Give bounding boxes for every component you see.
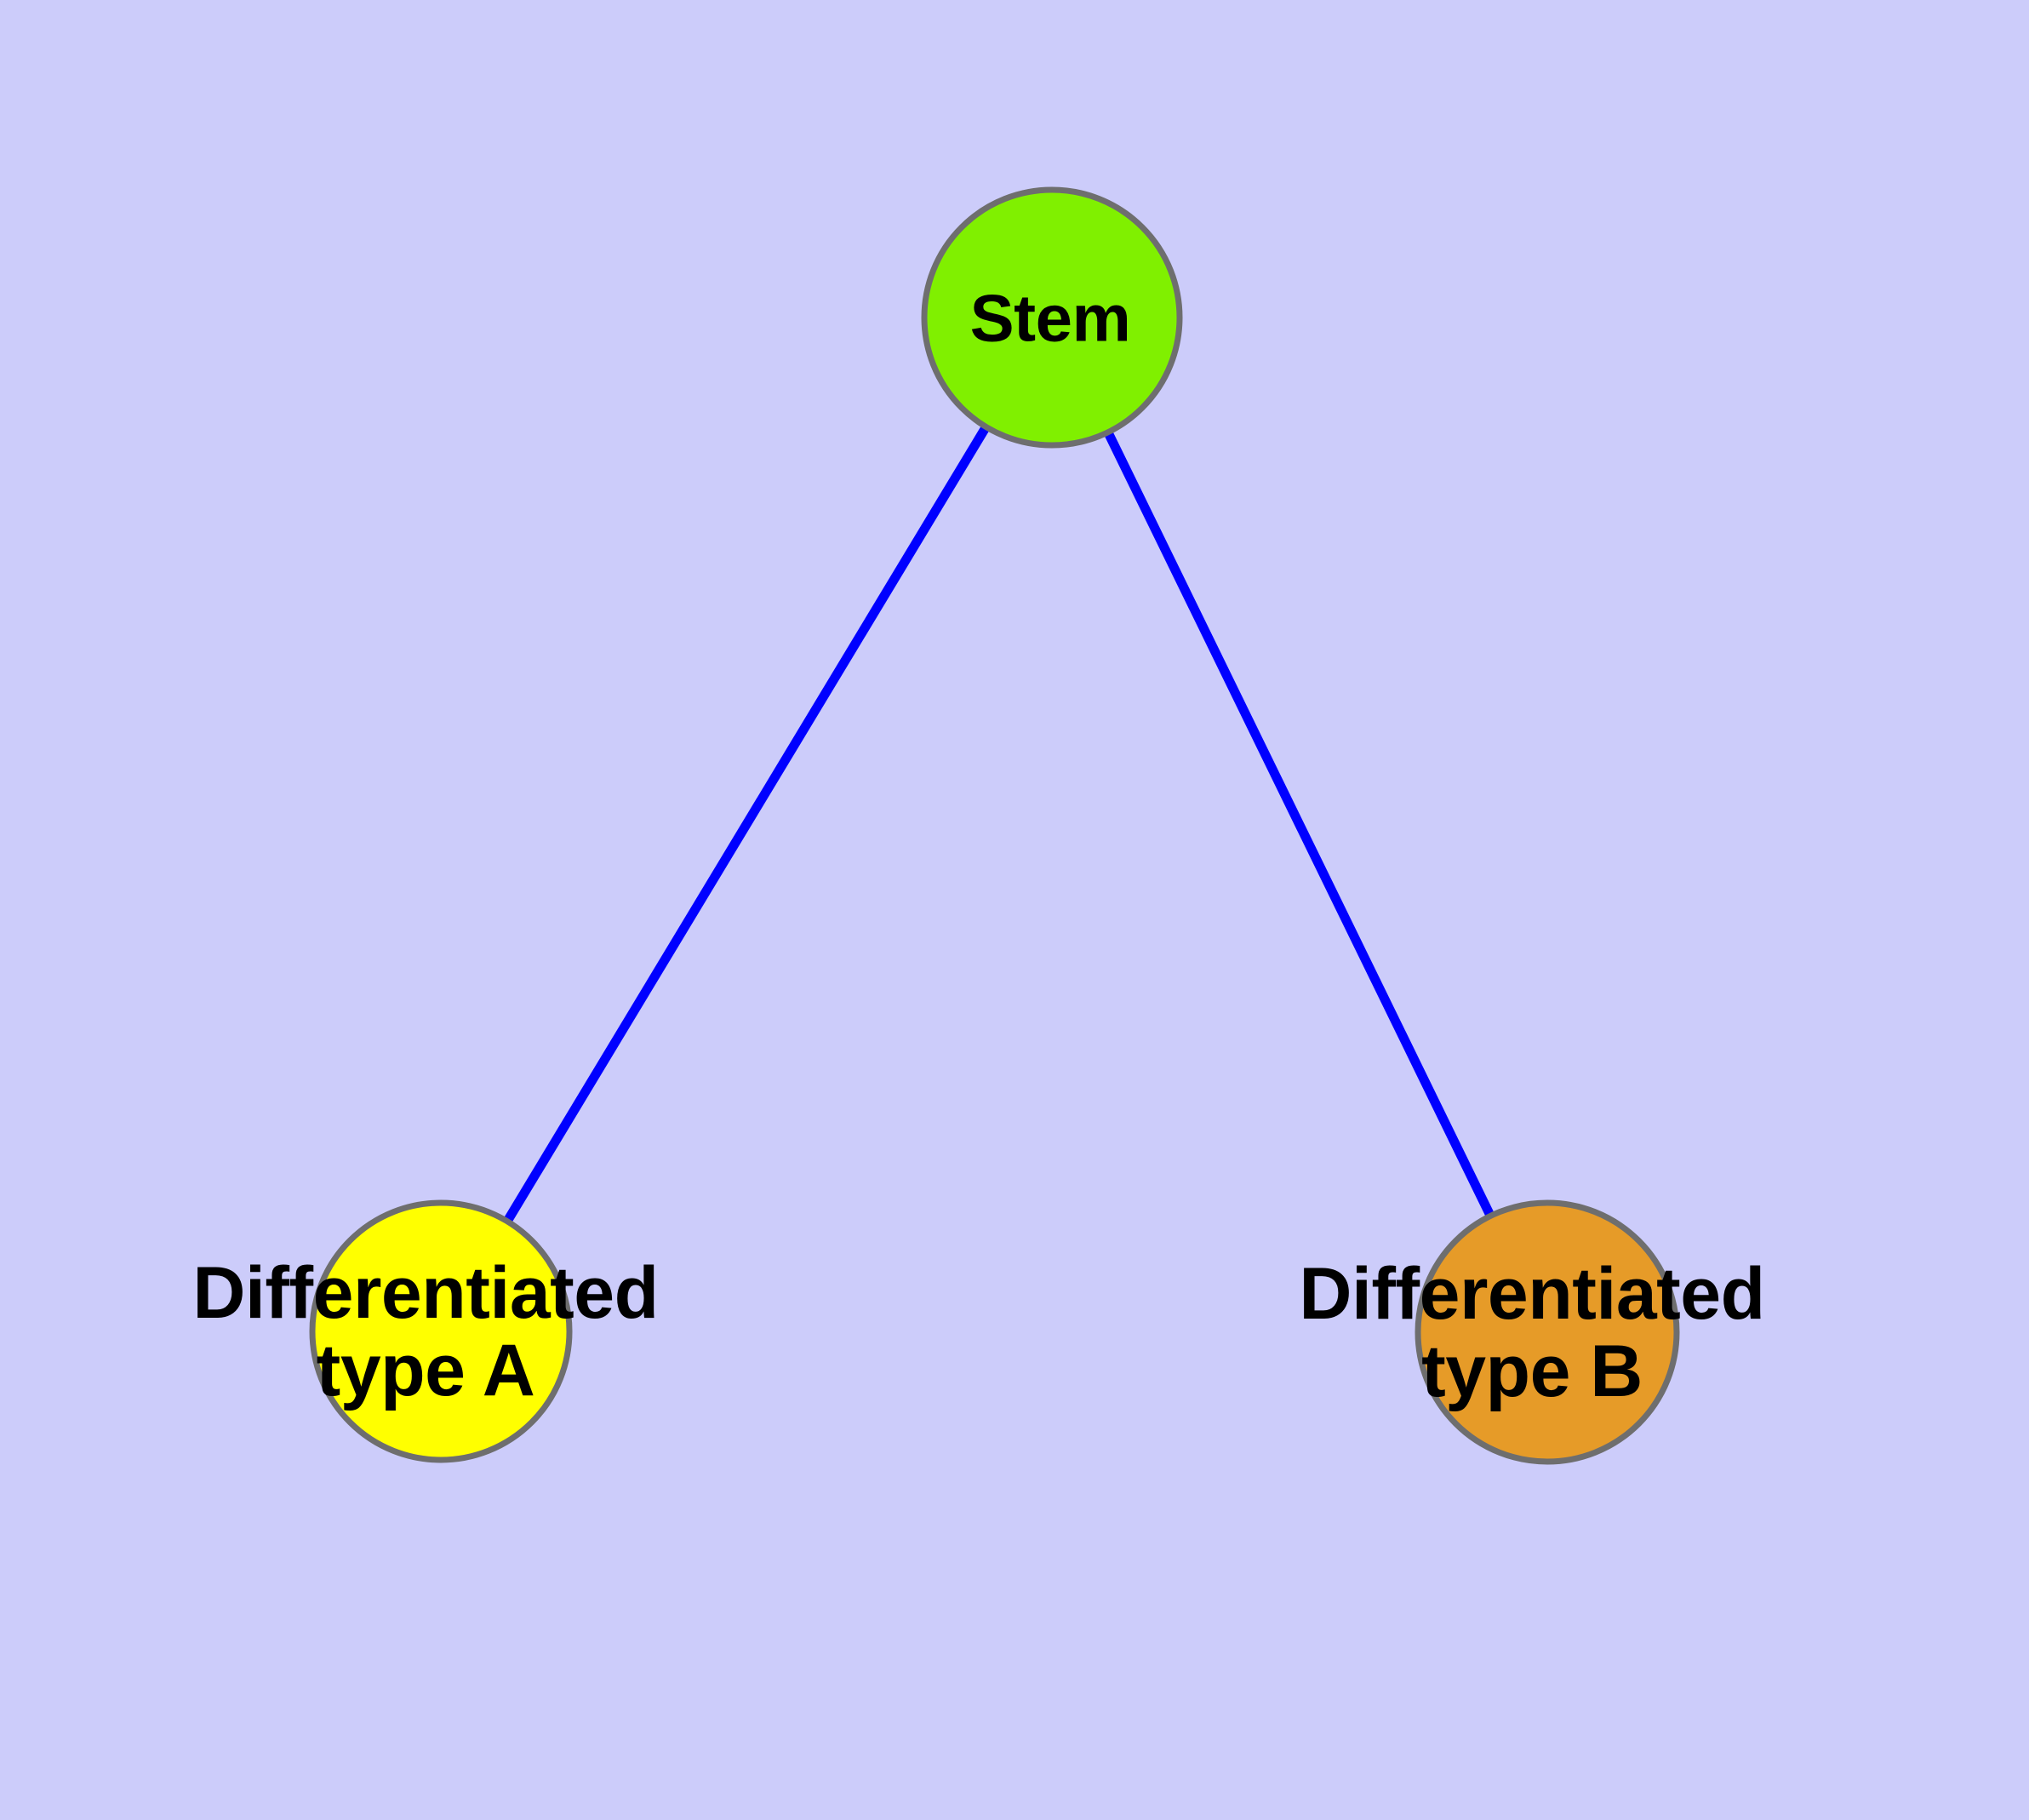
- graph-node-diff_a[interactable]: [309, 1199, 573, 1463]
- graph-edge-stem-to-diff-b: [1048, 315, 1552, 1335]
- edges-group: [437, 315, 1552, 1335]
- nodes-group: [309, 186, 1680, 1465]
- graph-edge-stem-to-diff-a: [437, 315, 1056, 1334]
- graph-node-stem[interactable]: [921, 186, 1183, 449]
- graph-node-diff_b[interactable]: [1415, 1199, 1680, 1465]
